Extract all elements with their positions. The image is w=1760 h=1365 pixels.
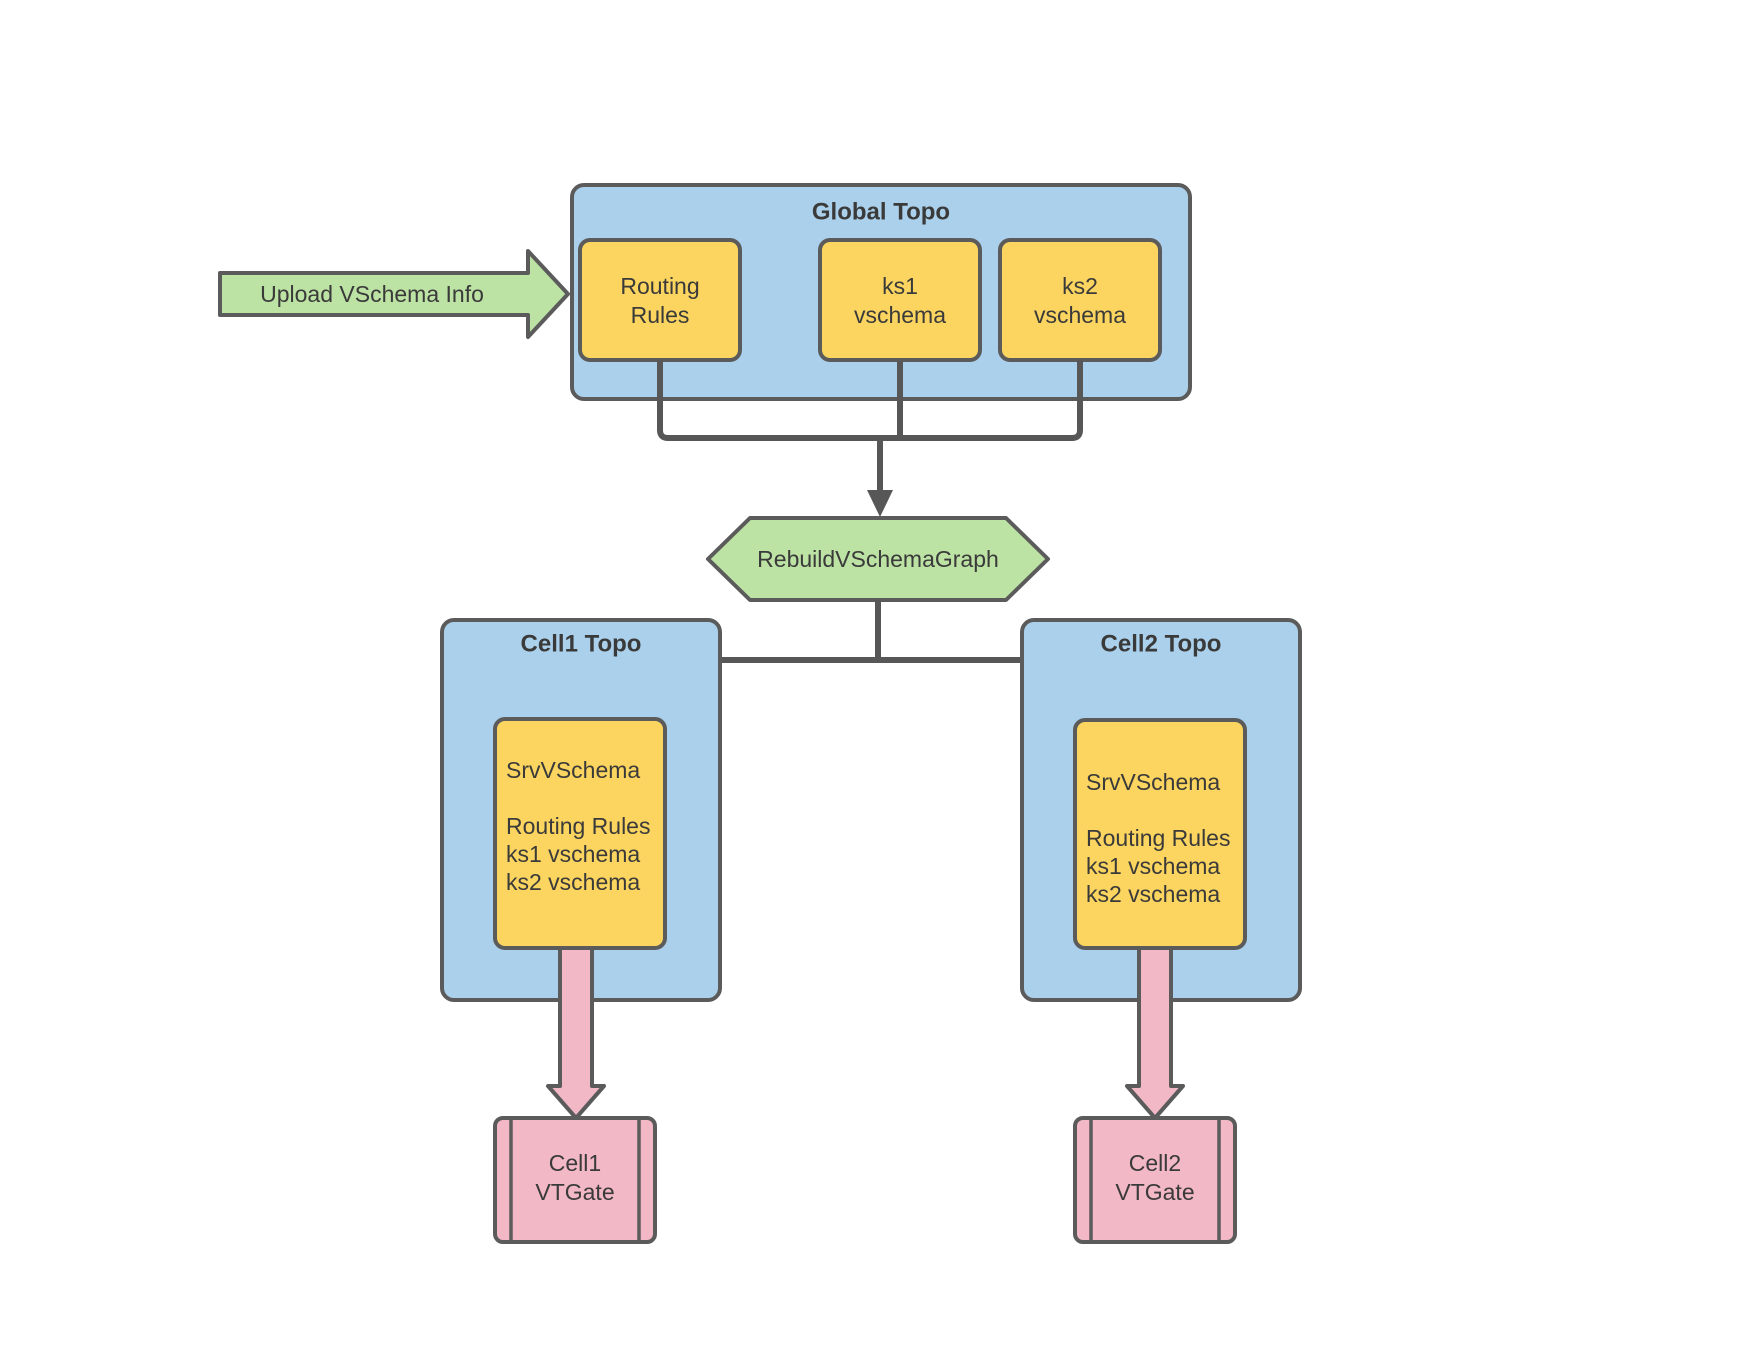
routing-rules-box — [578, 238, 742, 362]
rebuild-vschema-hexagon: RebuildVSchemaGraph — [706, 516, 1050, 602]
arrowhead-to-rebuild — [867, 490, 893, 517]
ks1-line1: ks1 — [882, 273, 918, 299]
cell2-box-line-4: ks2 vschema — [1086, 881, 1220, 907]
ks2-vschema-node: ks2 vschema — [998, 238, 1162, 362]
right-arrow-shape — [218, 249, 570, 339]
cell1-box-line-0: SrvVSchema — [506, 757, 640, 783]
ks2-line2: vschema — [1034, 302, 1126, 328]
routing-rules-node: Routing Rules — [578, 238, 742, 362]
cell1-box-line-2: Routing Rules — [506, 813, 650, 839]
routing-rules-line2: Rules — [631, 302, 690, 328]
ks2-line1: ks2 — [1062, 273, 1098, 299]
ks1-vschema-node: ks1 vschema — [818, 238, 982, 362]
ks2-vschema-box — [998, 238, 1162, 362]
global-merge-lines — [657, 360, 1083, 492]
cell2-vtgate-box — [1073, 1116, 1237, 1244]
cell2-topo-container: Cell2 Topo SrvVSchema Routing Rules ks1 … — [1020, 618, 1302, 1002]
cell1-topo-title: Cell1 Topo — [521, 631, 642, 658]
routing-rules-line1: Routing — [620, 273, 699, 299]
cell1-vtgate-node: Cell1 VTGate — [493, 1116, 657, 1244]
cell2-topo-title: Cell2 Topo — [1101, 631, 1222, 658]
ks1-line2: vschema — [854, 302, 946, 328]
pink-arrow-cell1 — [546, 946, 606, 1120]
global-topo-container: Global Topo Routing Rules ks1 vschema ks… — [570, 183, 1192, 401]
cell2-box-line-0: SrvVSchema — [1086, 769, 1220, 795]
cell2-vtgate-line1: Cell2 — [1129, 1150, 1181, 1176]
cell1-srvvschema-node: SrvVSchema Routing Rules ks1 vschema ks2… — [493, 717, 667, 950]
cell1-box-line-3: ks1 vschema — [506, 841, 640, 867]
cell2-srvvschema-node: SrvVSchema Routing Rules ks1 vschema ks2… — [1073, 718, 1247, 950]
upload-vschema-arrow: Upload VSchema Info — [218, 249, 570, 339]
cell1-vtgate-line1: Cell1 — [549, 1150, 601, 1176]
ks1-vschema-box — [818, 238, 982, 362]
cell2-box-line-3: ks1 vschema — [1086, 853, 1220, 879]
cell1-box-line-4: ks2 vschema — [506, 869, 640, 895]
hexagon-shape — [706, 516, 1050, 602]
cell1-topo-container: Cell1 Topo SrvVSchema Routing Rules ks1 … — [440, 618, 722, 1002]
cell2-vtgate-node: Cell2 VTGate — [1073, 1116, 1237, 1244]
upload-arrow-label: Upload VSchema Info — [260, 281, 484, 307]
connector-global-to-rebuild — [657, 360, 1083, 517]
global-topo-title: Global Topo — [812, 199, 950, 226]
cell2-vtgate-line2: VTGate — [1115, 1179, 1194, 1205]
cell2-box-line-2: Routing Rules — [1086, 825, 1230, 851]
cell1-vtgate-line2: VTGate — [535, 1179, 614, 1205]
cell1-vtgate-box — [493, 1116, 657, 1244]
rebuild-label: RebuildVSchemaGraph — [757, 546, 999, 572]
pink-arrow-cell2 — [1125, 946, 1185, 1120]
